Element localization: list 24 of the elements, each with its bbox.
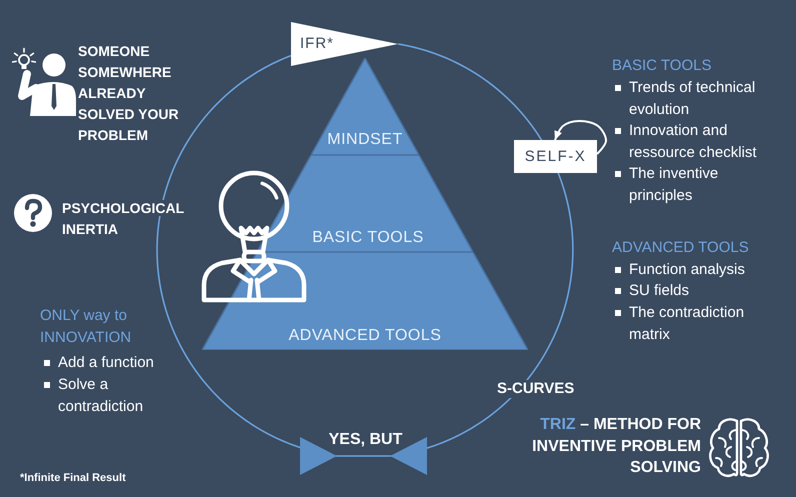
band-label: BASIC TOOLS: [312, 228, 424, 248]
diagram-title: TRIZ – METHOD FOR INVENTIVE PROBLEM SOLVING: [531, 415, 701, 478]
list-item: Solve a contradiction: [41, 374, 181, 417]
list-item: SU fields: [612, 280, 778, 302]
section-heading: BASIC TOOLS: [612, 56, 712, 76]
footnote: *Infinite Final Result: [20, 471, 126, 485]
list-item: The inventive principles: [612, 163, 778, 206]
cycle-arrow: [156, 54, 338, 475]
list-item: The contradiction matrix: [612, 302, 778, 345]
band-label: ADVANCED TOOLS: [288, 326, 442, 346]
list-item: Function analysis: [612, 259, 778, 280]
section-heading: ONLY way to INNOVATION: [40, 306, 132, 348]
band-label: MINDSET: [327, 130, 403, 150]
cycle-arrow: [390, 172, 574, 475]
section-heading: ADVANCED TOOLS: [612, 238, 749, 258]
node-label: YES, BUT: [323, 430, 408, 456]
list-item: Innovation and ressource checklist: [612, 120, 778, 163]
loop-arrow: [554, 120, 607, 155]
flag-label: IFR*: [300, 34, 334, 54]
text-box: SELF-X: [514, 140, 597, 173]
list-item: Add a function: [41, 352, 181, 374]
cycle-arc: [398, 43, 542, 140]
list-item: Trends of technical evolution: [612, 77, 778, 120]
statement-text: SOMEONE SOMEWHERE ALREADY SOLVED YOUR PROBLEM: [78, 42, 180, 145]
